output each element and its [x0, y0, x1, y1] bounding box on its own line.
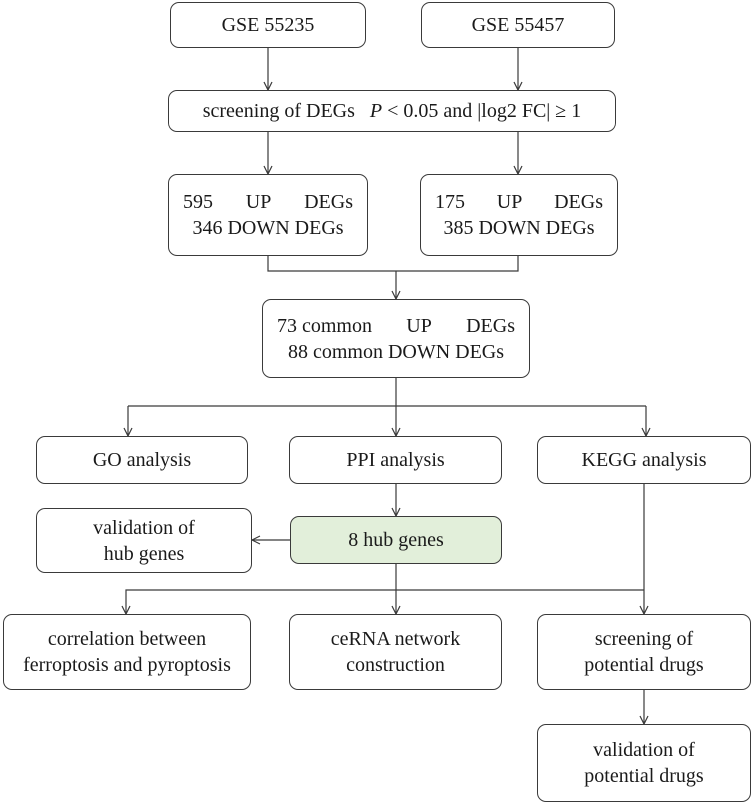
node-kegg-analysis: KEGG analysis — [537, 436, 751, 484]
node-validation-drugs: validation of potential drugs — [537, 724, 751, 802]
node-hub-genes: 8 hub genes — [290, 516, 502, 564]
screening-criteria: screening of DEGs P < 0.05 and |log2 FC|… — [202, 100, 582, 122]
node-ppi-analysis: PPI analysis — [289, 436, 502, 484]
node-correlation: correlation between ferroptosis and pyro… — [3, 614, 251, 690]
node-screening: screening of DEGs P < 0.05 and |log2 FC|… — [168, 90, 616, 132]
node-gse55235: GSE 55235 — [170, 2, 366, 48]
node-validation-hub-genes: validation of hub genes — [36, 508, 252, 573]
edge-degs-merge — [267, 256, 519, 272]
node-screening-drugs: screening of potential drugs — [537, 614, 751, 690]
node-cerna-network: ceRNA network construction — [289, 614, 502, 690]
edge-to-correlation — [126, 589, 396, 614]
node-go-analysis: GO analysis — [36, 436, 248, 484]
node-gse55457: GSE 55457 — [421, 2, 615, 48]
